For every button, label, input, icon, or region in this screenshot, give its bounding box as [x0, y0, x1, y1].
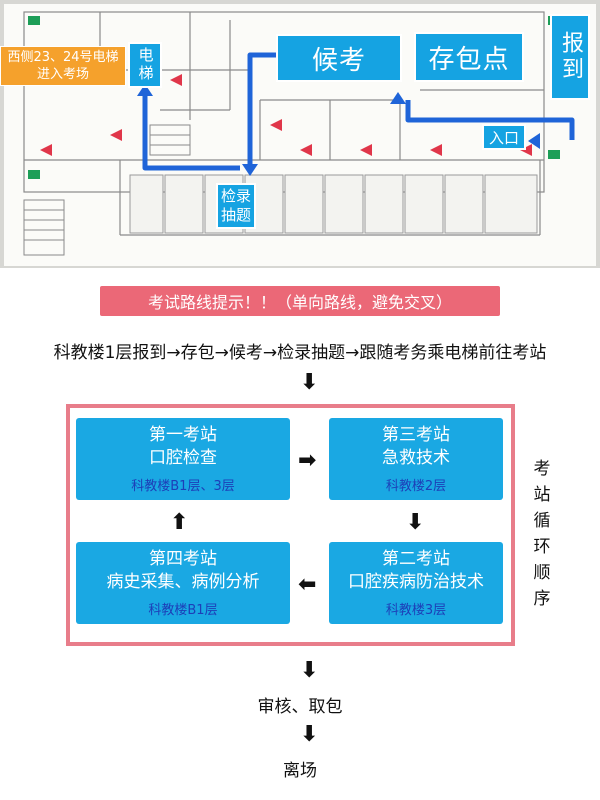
bag-storage-label: 存包点: [414, 32, 524, 82]
arrow-down-icon: ⬇: [300, 722, 319, 747]
west-elevator-note: 西侧23、24号电梯进入考场: [0, 46, 126, 86]
waiting-area-label: 候考: [276, 34, 402, 82]
station-2-subject: 口腔疾病防治技术: [348, 572, 484, 592]
station-3-subject: 急救技术: [382, 448, 450, 468]
entrance-label: 入口: [482, 124, 526, 150]
check-in-label: 报到: [550, 14, 590, 100]
station-1-subject: 口腔检查: [149, 448, 217, 468]
id-check-draw-label: 检录抽题: [216, 183, 256, 229]
station-cycle-frame: [66, 404, 515, 646]
elevator-label: 电梯: [128, 42, 162, 88]
arrow-down-icon: ⬇: [300, 370, 319, 395]
station-3-location: 科教楼2层: [385, 479, 447, 494]
station-3-name: 第三考站: [382, 425, 450, 445]
station-4-subject: 病史采集、病例分析: [106, 572, 260, 592]
station-1-box: 第一考站 口腔检查 科教楼B1层、3层: [76, 418, 290, 500]
review-collect-bag-text: 审核、取包: [257, 697, 343, 717]
arrow-right-icon: ➡: [298, 448, 317, 473]
station-1-location: 科教楼B1层、3层: [131, 479, 235, 494]
arrow-up-icon: ⬆: [170, 510, 189, 535]
station-4-location: 科教楼B1层: [148, 603, 218, 618]
route-tip-banner: 考试路线提示！！（单向路线，避免交叉）: [100, 286, 500, 316]
route-steps-text: 科教楼1层报到→存包→候考→检录抽题→跟随考务乘电梯前往考站: [53, 343, 547, 363]
station-cycle-title: 考站循环顺序: [533, 459, 551, 609]
station-2-box: 第二考站 口腔疾病防治技术 科教楼3层: [329, 542, 503, 624]
arrow-down-icon: ⬇: [406, 510, 425, 535]
station-1-name: 第一考站: [149, 425, 217, 445]
station-4-box: 第四考站 病史采集、病例分析 科教楼B1层: [76, 542, 290, 624]
arrow-down-icon: ⬇: [300, 658, 319, 683]
leave-text: 离场: [283, 761, 317, 781]
arrow-left-icon: ⬅: [298, 572, 317, 597]
floor-plan: 候考 存包点 报到 入口 检录抽题 电梯 西侧23、24号电梯进入考场: [0, 0, 600, 268]
station-2-location: 科教楼3层: [385, 603, 447, 618]
station-3-box: 第三考站 急救技术 科教楼2层: [329, 418, 503, 500]
station-2-name: 第二考站: [382, 549, 450, 569]
station-4-name: 第四考站: [149, 549, 217, 569]
